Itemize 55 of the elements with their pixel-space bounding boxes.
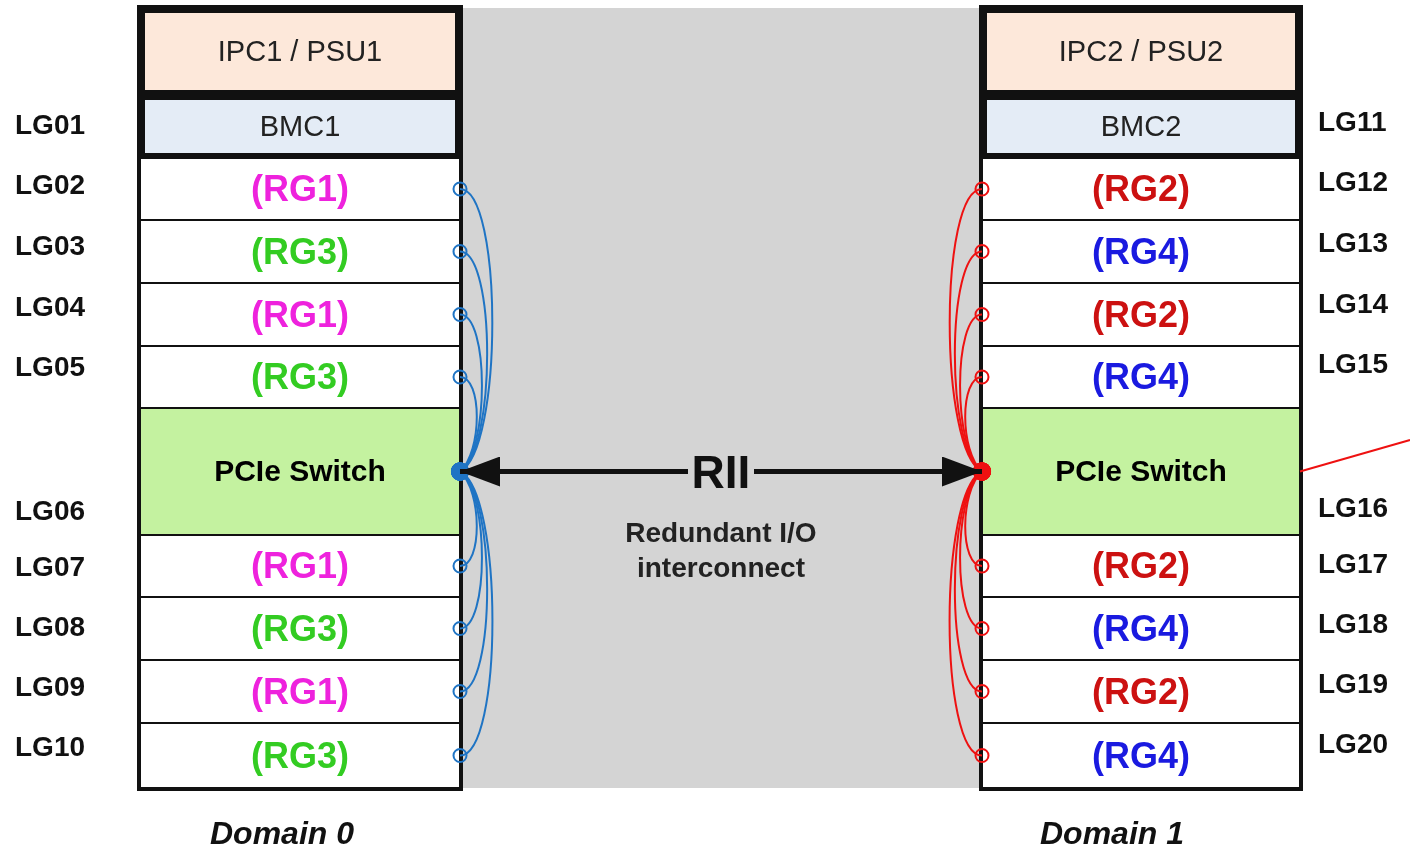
link-wire (959, 462, 991, 636)
slot-cell: (RG3) (140, 346, 460, 408)
slot-label: LG03 (15, 230, 86, 262)
slot-label: LG05 (15, 351, 86, 383)
link-wire (964, 462, 991, 574)
slot-cell: (RG4) (982, 220, 1300, 283)
domain-panel (982, 8, 1300, 788)
slot-label: LG18 (1318, 608, 1389, 640)
slot-label: LG08 (15, 611, 86, 643)
slot-label: LG15 (1318, 348, 1389, 380)
domain-label: Domain 1 (1040, 815, 1185, 852)
slot-cell: (RG4) (982, 346, 1300, 408)
link-wire (451, 462, 478, 574)
slot-cell: (RG2) (982, 535, 1300, 597)
double-arrow (460, 456, 982, 487)
slot-cell: (RG2) (982, 660, 1300, 723)
pcie-switch-box: PCIe Switch (140, 408, 460, 535)
slot-cell: (RG2) (982, 283, 1300, 346)
slot-label: LG17 (1318, 548, 1389, 580)
slot-label: LG02 (15, 169, 86, 201)
slot-label: LG07 (15, 551, 86, 583)
bmc-box: BMC1 (140, 95, 460, 158)
slot-cell: (RG2) (982, 158, 1300, 220)
bmc-box: BMC2 (982, 95, 1300, 158)
link-wire (451, 462, 494, 763)
slot-cell: (RG3) (140, 723, 460, 788)
domain-label: Domain 0 (210, 815, 355, 852)
slot-cell: (RG4) (982, 723, 1300, 788)
slot-label: LG09 (15, 671, 86, 703)
slot-cell: (RG1) (140, 283, 460, 346)
slot-label: LG14 (1318, 288, 1389, 320)
slot-label: LG19 (1318, 668, 1389, 700)
ipc-psu-box: IPC2 / PSU2 (982, 8, 1300, 95)
slot-label: LG16 (1318, 492, 1389, 524)
slot-cell: (RG1) (140, 660, 460, 723)
slot-cell: (RG3) (140, 597, 460, 660)
link-wire (451, 462, 483, 636)
slot-label: LG04 (15, 291, 86, 323)
slot-label: LG11 (1318, 106, 1387, 138)
slot-label: LG10 (15, 731, 86, 763)
slot-cell: (RG4) (982, 597, 1300, 660)
slot-label: LG06 (15, 495, 86, 527)
slot-label: LG20 (1318, 728, 1389, 760)
slot-cell: (RG3) (140, 220, 460, 283)
slot-cell: (RG1) (140, 158, 460, 220)
slot-cell: (RG1) (140, 535, 460, 597)
slot-label: LG01 (15, 109, 86, 141)
interconnect-caption: Redundant I/O interconnect (624, 516, 818, 585)
ipc-psu-box: IPC1 / PSU1 (140, 8, 460, 95)
connector-line (1299, 439, 1410, 473)
slot-label: LG13 (1318, 227, 1389, 259)
pcie-switch-box: PCIe Switch (982, 408, 1300, 535)
domain-panel (140, 8, 460, 788)
link-wire (948, 462, 991, 763)
slot-label: LG12 (1318, 166, 1389, 198)
